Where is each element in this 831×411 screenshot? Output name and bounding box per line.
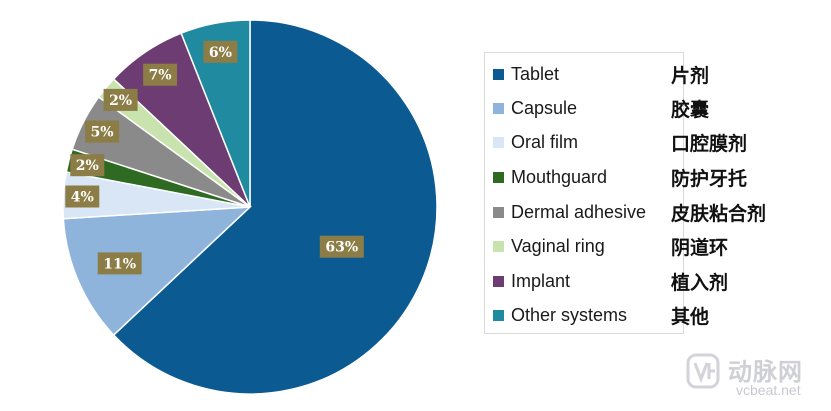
data-labels: 63% 11% 4% 2% 5% 2% 7% 6%	[65, 40, 364, 275]
data-label-text: 2%	[109, 93, 132, 109]
legend-swatch-implant	[493, 275, 504, 287]
pie-slice-other-systems	[180, 19, 251, 208]
data-label-box	[97, 252, 142, 275]
data-label-oral-film: 4%	[65, 185, 100, 208]
legend-item-mouthguard: Mouthguard 防护牙托	[493, 163, 747, 191]
data-label-box	[143, 63, 178, 86]
legend-label-cn: 阴道环	[671, 236, 729, 259]
legend-label: Mouthguard	[511, 166, 608, 187]
legend-label: Vaginal ring	[511, 235, 605, 256]
legend-item-implant: Implant 植入剂	[493, 267, 728, 295]
legend-swatch-other-systems	[493, 309, 504, 321]
data-label-vaginal-ring: 2%	[103, 88, 138, 111]
legend-label-cn: 防护牙托	[671, 167, 748, 190]
legend-swatch-capsule	[493, 102, 504, 114]
data-label-text: 63%	[325, 240, 358, 256]
legend-swatch-mouthguard	[493, 171, 504, 183]
watermark-name: 动脉网	[728, 358, 803, 386]
data-label-box	[70, 154, 105, 177]
legend-swatch-tablet	[493, 68, 504, 80]
data-label-text: 2%	[76, 158, 99, 174]
legend-item-capsule: Capsule 胶囊	[493, 94, 709, 122]
legend-item-other-systems: Other systems 其他	[493, 301, 709, 329]
data-label-other-systems: 6%	[203, 40, 238, 63]
legend-swatch-oral-film	[493, 136, 504, 148]
data-label-tablet: 63%	[319, 235, 364, 258]
data-label-text: 6%	[209, 45, 232, 61]
data-label-dermal-adhesive: 5%	[85, 120, 120, 143]
legend-item-vaginal-ring: Vaginal ring 阴道环	[493, 232, 728, 260]
data-label-text: 7%	[149, 68, 172, 84]
data-label-implant: 7%	[143, 63, 178, 86]
legend-label: Dermal adhesive	[511, 201, 647, 222]
legend-label: Capsule	[511, 97, 578, 118]
watermark-url: vcbeat.net	[736, 382, 801, 398]
legend-label-cn: 片剂	[671, 64, 710, 87]
data-label-box	[319, 235, 364, 258]
legend-label: Other systems	[511, 304, 628, 325]
data-label-box	[103, 88, 138, 111]
legend-swatch-dermal-adhesive	[493, 206, 504, 218]
legend-label-cn: 口腔膜剂	[671, 132, 748, 155]
pie-slice-tablet	[112, 19, 438, 395]
data-label-text: 5%	[91, 125, 114, 141]
data-label-box	[65, 185, 100, 208]
legend-item-tablet: Tablet 片剂	[493, 60, 709, 88]
data-label-text: 11%	[103, 256, 136, 272]
legend: Tablet 片剂 Capsule 胶囊 Oral film 口腔膜剂 Mout…	[484, 52, 766, 334]
data-label-box	[203, 40, 238, 63]
legend-label-cn: 胶囊	[671, 98, 710, 121]
legend-item-dermal-adhesive: Dermal adhesive 皮肤粘合剂	[493, 198, 766, 226]
data-label-box	[85, 120, 120, 143]
vcbeat-logo-icon	[686, 353, 720, 389]
legend-label: Implant	[511, 270, 571, 291]
legend-label: Oral film	[511, 131, 578, 152]
legend-swatch-vaginal-ring	[493, 240, 504, 252]
legend-label-cn: 植入剂	[671, 271, 729, 294]
data-label-mouthguard: 2%	[70, 154, 105, 177]
pie-slices	[62, 19, 438, 395]
legend-item-oral-film: Oral film 口腔膜剂	[493, 128, 747, 156]
legend-label-cn: 其他	[671, 305, 710, 328]
legend-label: Tablet	[511, 63, 560, 84]
pie-slice-capsule	[62, 206, 253, 337]
data-label-text: 4%	[71, 190, 94, 206]
legend-label-cn: 皮肤粘合剂	[671, 202, 767, 225]
data-label-capsule: 11%	[97, 252, 142, 275]
